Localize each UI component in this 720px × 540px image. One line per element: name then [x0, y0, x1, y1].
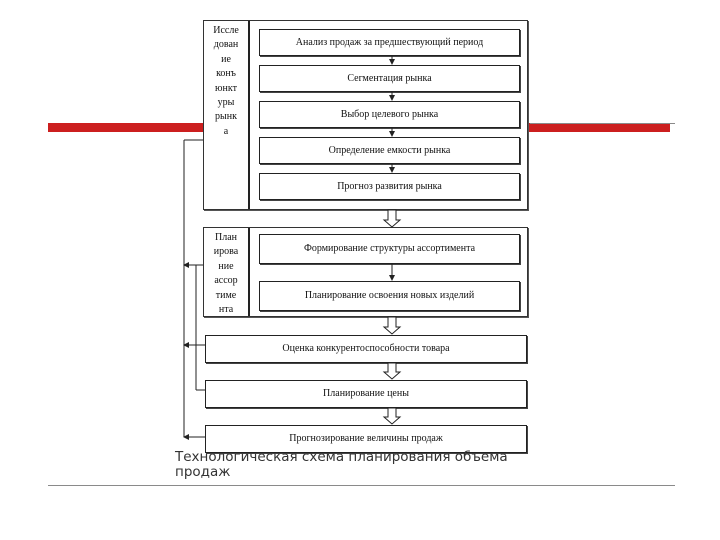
block-arrows: [382, 209, 402, 425]
label-line: тиме: [215, 289, 237, 301]
label-line: ирова: [213, 246, 239, 258]
label-line: а: [223, 125, 229, 137]
gray-rule-bottom: [48, 485, 675, 486]
step-price-planning: Планирование цены: [205, 380, 527, 408]
step-target-market: Выбор целевого рынка: [259, 101, 520, 128]
step-market-forecast: Прогноз развития рынка: [259, 173, 520, 200]
market-research-label: Иссле дован ие конъ юнкт уры рынк а: [204, 21, 250, 209]
step-new-products: Планирование освоения новых изделий: [259, 281, 520, 311]
label-line: юнкт: [215, 82, 237, 94]
gray-rule-top: [530, 123, 675, 124]
label-line: План: [214, 232, 237, 243]
label-line: конъ: [216, 68, 236, 80]
label-line: ние: [218, 260, 234, 272]
label-line: дован: [213, 39, 239, 51]
step-market-segmentation: Сегментация рынка: [259, 65, 520, 92]
assortment-planning-label: План ирова ние ассор тиме нта: [204, 228, 250, 316]
feedback-lines: [183, 139, 205, 440]
label-line: ие: [221, 53, 231, 65]
step-competitiveness: Оценка конкурентоспособности товара: [205, 335, 527, 363]
step-sales-forecast: Прогнозирование величины продаж: [205, 425, 527, 453]
label-line: нта: [218, 304, 234, 316]
step-market-capacity: Определение емкости рынка: [259, 137, 520, 164]
label-line: уры: [217, 97, 235, 109]
label-line: ассор: [214, 275, 238, 287]
step-sales-analysis: Анализ продаж за предшествующий период: [259, 29, 520, 56]
step-assortment-structure: Формирование структуры ассортимента: [259, 234, 520, 264]
label-line: Иссле: [213, 25, 239, 36]
diagram-caption: Технологическая схема планирования объем…: [175, 449, 508, 480]
label-line: рынк: [215, 111, 237, 123]
